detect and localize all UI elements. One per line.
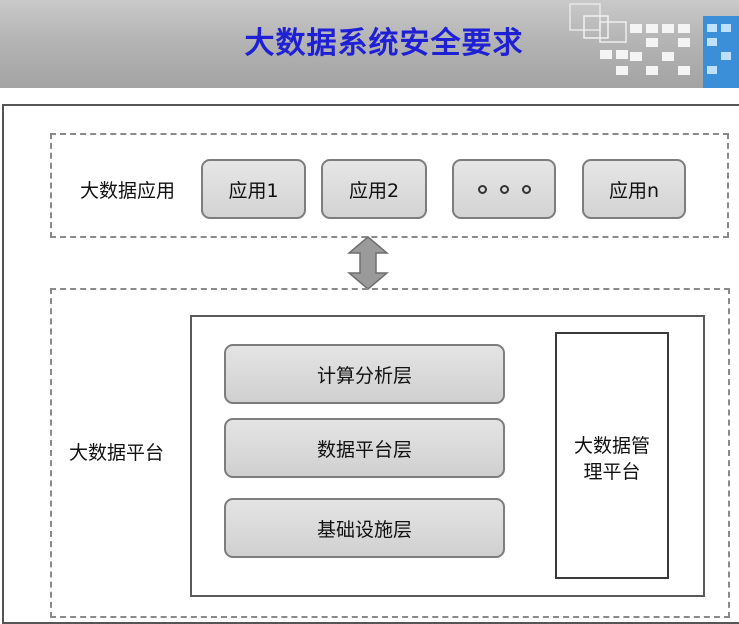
layer-label-2: 数据平台层	[316, 438, 412, 461]
layer-data-platform: 数据平台层	[224, 418, 505, 478]
app-label-n: 应用n	[608, 179, 660, 202]
app-box-ellipsis	[452, 159, 556, 219]
header-bar: 大数据系统安全要求	[0, 0, 739, 88]
management-label-line2: 理平台	[583, 461, 641, 483]
app-box-n: 应用n	[582, 159, 686, 219]
slide-title: 大数据系统安全要求	[244, 26, 524, 61]
platform-section-label: 大数据平台	[69, 442, 165, 464]
decorative-pattern	[569, 3, 739, 88]
app-section-border	[50, 133, 729, 238]
management-label-line1: 大数据管	[573, 435, 650, 457]
layer-label-1: 计算分析层	[316, 364, 412, 387]
layer-infrastructure: 基础设施层	[224, 498, 505, 558]
app-label-1: 应用1	[228, 179, 279, 202]
app-section-label: 大数据应用	[80, 180, 176, 202]
ellipsis-icon	[477, 184, 531, 194]
layer-label-3: 基础设施层	[316, 518, 412, 541]
layer-compute-analysis: 计算分析层	[224, 344, 505, 404]
double-arrow-icon	[347, 236, 389, 290]
app-box-1: 应用1	[201, 159, 306, 219]
app-label-2: 应用2	[348, 179, 400, 202]
management-platform-box: 大数据管 理平台	[555, 332, 669, 579]
app-box-2: 应用2	[321, 159, 427, 219]
